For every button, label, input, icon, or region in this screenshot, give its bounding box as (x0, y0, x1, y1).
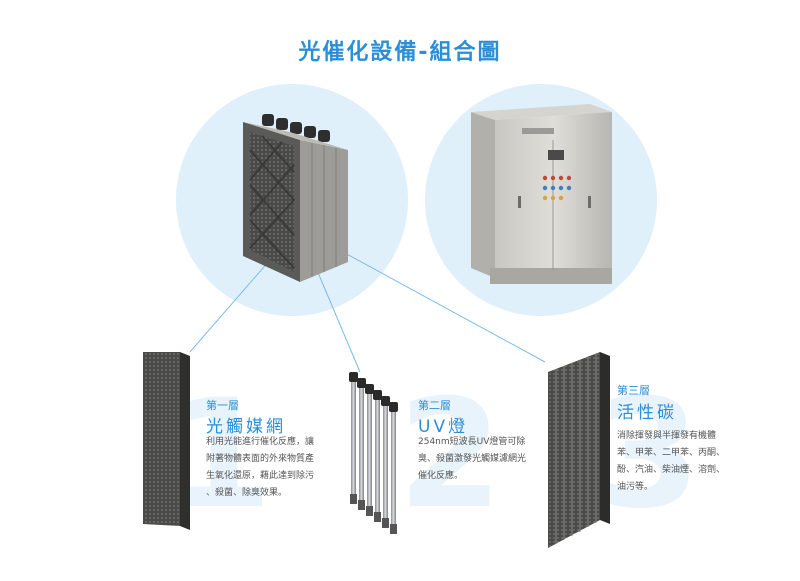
layer-1-desc-line: 利用光能進行催化反應，讓 (206, 437, 315, 447)
layer-2-label: 第二層 (418, 399, 451, 412)
layer-3-description: 消除揮發與半揮發有機體 苯、甲苯、二甲苯、丙酮、 酚、汽油、柴油煙、溶劑、 油污… (617, 428, 757, 496)
layer-3-desc-line: 消除揮發與半揮發有機體 (617, 431, 717, 441)
control-cabinet-image (471, 104, 612, 284)
layer-1-desc-line: 、殺菌、除臭效果。 (206, 488, 288, 498)
connector-lines (189, 251, 546, 373)
layer-1-label: 第一層 (206, 399, 239, 412)
layer-1-desc-line: 附著物體表面的外來物質產 (206, 454, 315, 464)
layer-1-description: 利用光能進行催化反應，讓 附著物體表面的外來物質產 生氧化還原，藉此達到除污 、… (206, 434, 346, 502)
photocatalyst-mesh-panel (143, 352, 190, 530)
layer-number-2: 2 (398, 368, 503, 542)
layer-number-3: 3 (596, 368, 701, 542)
layer-3-desc-line: 酚、汽油、柴油煙、溶劑、 (617, 465, 726, 475)
activated-carbon-panel (548, 352, 610, 548)
layer-2-desc-line: 催化反應。 (418, 471, 464, 481)
uv-lamp-tubes (349, 372, 398, 534)
layer-3-name: 活性碳 (617, 403, 677, 423)
layer-3-desc-line: 油污等。 (617, 482, 654, 492)
page-title: 光催化設備-組合圖 (298, 40, 502, 65)
layer-2-desc-line: 臭、殺菌激發光觸媒濾網光 (418, 454, 527, 464)
layer-2-name: UV燈 (418, 417, 469, 437)
layer-3-desc-line: 苯、甲苯、二甲苯、丙酮、 (617, 448, 726, 458)
layer-1-name: 光觸媒網 (206, 417, 286, 437)
layer-3-label: 第三層 (617, 384, 650, 397)
layer-1-desc-line: 生氧化還原，藉此達到除污 (206, 471, 315, 481)
layer-2-description: 254nm短波長UV燈管可除 臭、殺菌激發光觸媒濾網光 催化反應。 (418, 434, 558, 485)
layer-2-desc-line: 254nm短波長UV燈管可除 (418, 437, 526, 447)
photocatalytic-unit-image (243, 114, 348, 282)
